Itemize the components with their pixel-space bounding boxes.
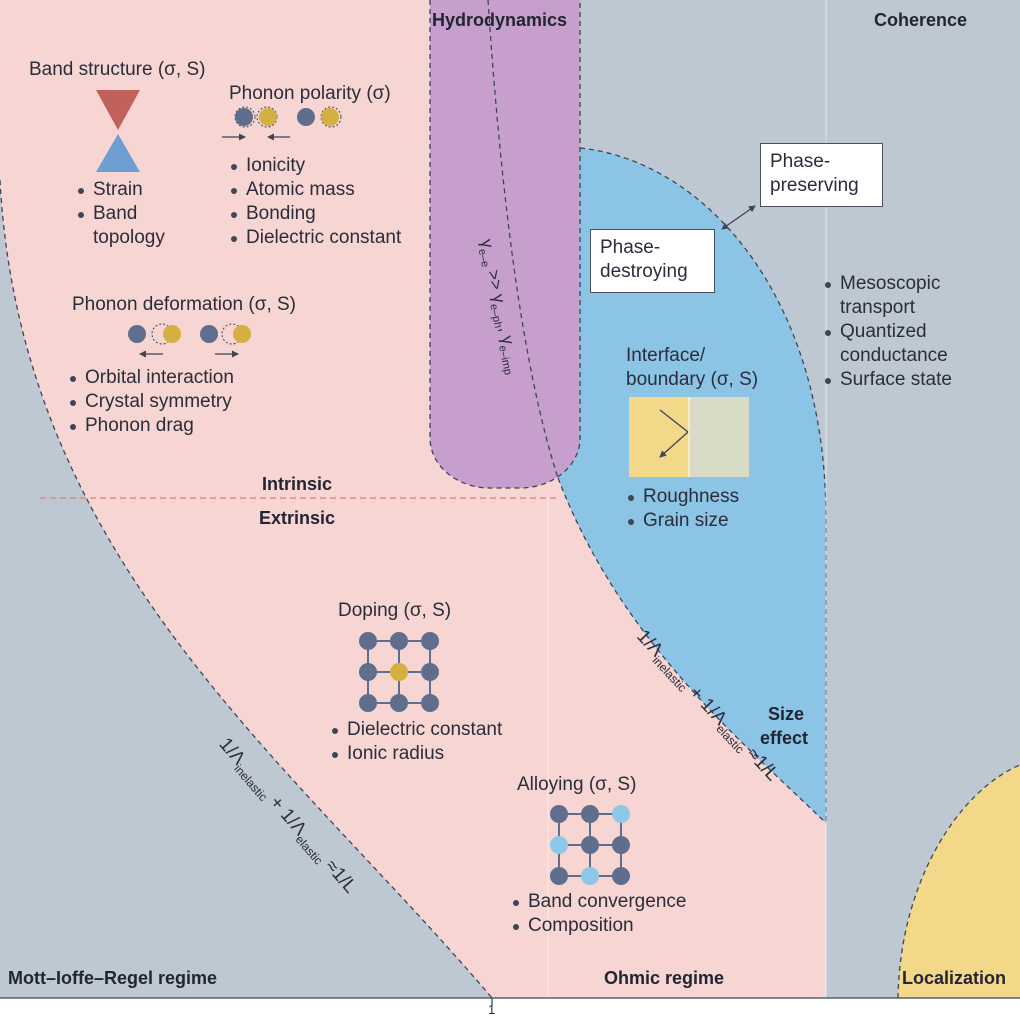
left-boundary — [0, 179, 493, 999]
phase-preserving-line-2: preserving — [770, 175, 859, 196]
interface-title-line-2: boundary (σ, S) — [626, 369, 759, 390]
doping-atoms — [359, 632, 439, 712]
list-item: Band — [76, 202, 165, 226]
alloying-atoms — [550, 805, 630, 885]
hydrodynamics-region — [430, 0, 580, 488]
localization-label: Localization — [902, 968, 1007, 988]
list-item: conductance — [840, 345, 948, 366]
list-item: Ionic radius — [330, 742, 502, 766]
phonon-polarity-icon — [222, 106, 342, 141]
phonon-deformation-title: Phonon deformation (σ, S) — [72, 294, 297, 315]
phase-destroying-line-2: destroying — [600, 261, 688, 282]
phase-preserving-line-1: Phase- — [770, 151, 831, 172]
mott-ioffe-regel-label: Mott–Ioffe–Regel regime — [8, 968, 218, 988]
list-item: Quantized — [823, 320, 952, 344]
right-boundary — [557, 477, 827, 824]
hydro-boundary — [429, 0, 581, 489]
doping-title: Doping (σ, S) — [338, 600, 452, 621]
size-effect-region — [558, 148, 826, 823]
interface-title-line-1: Interface/ — [626, 345, 706, 366]
ohmic-regime-label: Ohmic regime — [604, 968, 725, 988]
phase-destroying-box: Phase- destroying — [590, 229, 715, 293]
phase-destroying-line-1: Phase- — [600, 237, 661, 258]
list-item: Band convergence — [511, 890, 686, 914]
hydrodynamics-label: Hydrodynamics — [432, 10, 568, 30]
list-item: Roughness — [626, 485, 739, 509]
extrinsic-label: Extrinsic — [259, 508, 336, 528]
list-item: topology — [93, 227, 165, 248]
phonon-polarity-list: Ionicity Atomic mass Bonding Dielectric … — [229, 154, 401, 250]
doping-list: Dielectric constant Ionic radius — [330, 718, 502, 766]
phonon-deformation-list: Orbital interaction Crystal symmetry Pho… — [68, 366, 234, 438]
size-effect-label-2: effect — [760, 728, 809, 748]
intrinsic-label: Intrinsic — [262, 474, 333, 494]
interface-list: Roughness Grain size — [626, 485, 739, 533]
list-item: Dielectric constant — [229, 226, 401, 250]
phase-double-arrow — [721, 205, 756, 230]
size-effect-boundary — [579, 147, 827, 823]
conduction-band-cone — [96, 90, 140, 130]
ohmic-region — [0, 0, 826, 998]
phonon-polarity-title: Phonon polarity (σ) — [229, 83, 391, 104]
interface-boundary-icon — [629, 397, 749, 477]
list-item: Composition — [511, 914, 686, 938]
list-item: transport — [840, 297, 915, 318]
size-effect-label-1: Size — [768, 704, 805, 724]
phonon-deformation-icon — [128, 323, 251, 358]
list-item: Crystal symmetry — [68, 390, 234, 414]
list-item: Bonding — [229, 202, 401, 226]
list-item: Phonon drag — [68, 414, 234, 438]
coherence-label: Coherence — [874, 10, 968, 30]
list-item: Dielectric constant — [330, 718, 502, 742]
alloying-title: Alloying (σ, S) — [517, 774, 637, 795]
valence-band-cone — [96, 134, 140, 172]
alloying-list: Band convergence Composition — [511, 890, 686, 938]
band-structure-list: Strain Band topology — [76, 178, 165, 250]
list-item: Surface state — [823, 368, 952, 392]
list-item: Strain — [76, 178, 165, 202]
localization-region — [898, 765, 1020, 998]
x-axis-tick-label: 1 — [488, 1002, 496, 1017]
band-structure-title: Band structure (σ, S) — [29, 59, 206, 80]
list-item: Atomic mass — [229, 178, 401, 202]
hydro-inner-boundary — [487, 0, 559, 479]
list-item: Grain size — [626, 509, 739, 533]
localization-boundary — [897, 764, 1020, 999]
list-item: Ionicity — [229, 154, 401, 178]
phase-preserving-box: Phase- preserving — [760, 143, 883, 207]
list-item: Mesoscopic — [823, 272, 952, 296]
list-item: Orbital interaction — [68, 366, 234, 390]
coherence-list: Mesoscopic transport Quantized conductan… — [823, 272, 952, 392]
